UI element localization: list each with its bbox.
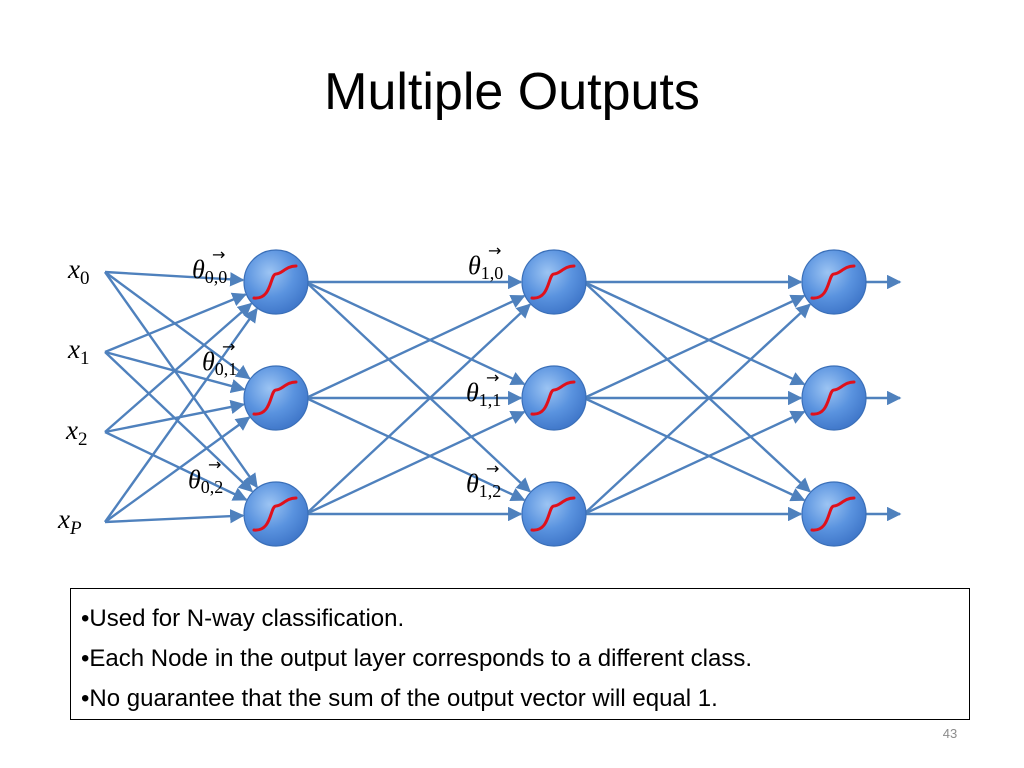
input-label-x0: x0 [67, 254, 89, 289]
neuron-l2-n2 [801, 481, 867, 547]
neuron-circle [801, 249, 867, 315]
neuron-l2-n0 [801, 249, 867, 315]
neuron-circle [801, 365, 867, 431]
edge-l0n0-to-l1n2 [305, 281, 531, 493]
svg-text:θ0,2: θ0,2 [188, 465, 223, 497]
input-sub: 2 [78, 429, 88, 450]
edge-input3-to-h0n1 [104, 416, 251, 523]
edge-input1-to-h0n0 [104, 292, 247, 354]
edge-l1n1-to-l2n0 [583, 294, 806, 400]
weight-label-theta-0-0: θ0,0→ [192, 245, 227, 287]
sigmoid-icon [252, 264, 298, 300]
edge-input0-to-h0n2 [104, 271, 258, 489]
note-output-node-class: •Each Node in the output layer correspon… [81, 645, 753, 672]
vector-arrow-icon: → [222, 337, 235, 356]
neuron-l0-n0 [243, 249, 309, 315]
edge-input3-to-h0n2 [104, 508, 245, 524]
edge-input2-to-h0n2 [104, 430, 248, 501]
svg-text:θ0,0: θ0,0 [192, 255, 227, 287]
slide-title: Multiple Outputs [324, 63, 700, 121]
input-label-x3: xP [57, 504, 82, 539]
input-base: x [67, 254, 80, 284]
edge-input0-to-h0n0 [104, 270, 245, 287]
svg-text:θ1,2: θ1,2 [466, 469, 501, 501]
neuron-circle [243, 249, 309, 315]
weight-label-theta-1-2: θ1,2→ [466, 459, 501, 501]
svg-text:θ0,1: θ0,1 [202, 347, 237, 379]
weight-label-theta-0-2: θ0,2→ [188, 455, 223, 497]
weight-label-theta-0-1: θ0,1→ [202, 337, 237, 379]
neuron-circle [521, 365, 587, 431]
sigmoid-icon [810, 380, 856, 416]
neuron-l1-n2 [521, 481, 587, 547]
edge-l0n2-to-l1n0 [305, 303, 531, 515]
edge-input0-to-h0n1 [104, 271, 251, 380]
edge-input3-to-h0n0 [104, 307, 258, 523]
neuron-circle [243, 365, 309, 431]
neuron-l0-n2 [243, 481, 309, 547]
input-base: x [57, 504, 70, 534]
note-nway-classification: •Used for N-way classification. [81, 605, 405, 632]
edge-input2-to-h0n1 [104, 399, 246, 434]
neuron-l1-n0 [521, 249, 587, 315]
input-sub: P [69, 518, 82, 539]
neuron-circle [243, 481, 309, 547]
svg-text:θ1,0: θ1,0 [468, 251, 503, 283]
vector-arrow-icon: → [486, 459, 499, 478]
vector-arrow-icon: → [488, 241, 501, 260]
input-sub: 1 [80, 348, 90, 369]
edge-input2-to-h0n0 [104, 302, 253, 433]
edge-l1n0-to-l2n2 [583, 281, 811, 493]
sigmoid-icon [530, 380, 576, 416]
neuron-circle [521, 481, 587, 547]
svg-text:θ1,1: θ1,1 [466, 378, 501, 410]
sigmoid-icon [530, 264, 576, 300]
weight-label-theta-1-0: θ1,0→ [468, 241, 503, 283]
neuron-circle [521, 249, 587, 315]
vector-arrow-icon: → [208, 455, 221, 474]
edge-l1n2-to-l2n0 [583, 303, 811, 515]
page-number: 43 [942, 726, 958, 741]
edge-l0n0-to-l1n1 [305, 280, 526, 386]
edge-input1-to-h0n2 [104, 351, 254, 493]
sigmoid-icon [810, 264, 856, 300]
input-sub: 0 [80, 268, 90, 289]
neuron-l1-n1 [521, 365, 587, 431]
input-base: x [67, 334, 80, 364]
sigmoid-icon [530, 496, 576, 532]
edge-l0n1-to-l1n2 [305, 396, 526, 502]
vector-arrow-icon: → [212, 245, 225, 264]
input-label-x1: x1 [67, 334, 89, 369]
neuron-circle [801, 481, 867, 547]
sigmoid-icon [252, 380, 298, 416]
vector-arrow-icon: → [486, 368, 499, 387]
input-base: x [65, 415, 78, 445]
sigmoid-icon [810, 496, 856, 532]
input-label-x2: x2 [65, 415, 87, 450]
weight-label-theta-1-1: θ1,1→ [466, 368, 501, 410]
edge-l1n2-to-l2n1 [583, 410, 806, 516]
edge-l0n1-to-l1n0 [305, 294, 526, 400]
edge-l1n0-to-l2n1 [583, 280, 806, 386]
neuron-l2-n1 [801, 365, 867, 431]
edge-l0n2-to-l1n1 [305, 410, 526, 516]
sigmoid-icon [252, 496, 298, 532]
neuron-l0-n1 [243, 365, 309, 431]
edge-l1n1-to-l2n2 [583, 396, 806, 502]
notes-box: •Used for N-way classification. •Each No… [70, 588, 970, 720]
note-no-sum-guarantee: •No guarantee that the sum of the output… [81, 685, 718, 712]
